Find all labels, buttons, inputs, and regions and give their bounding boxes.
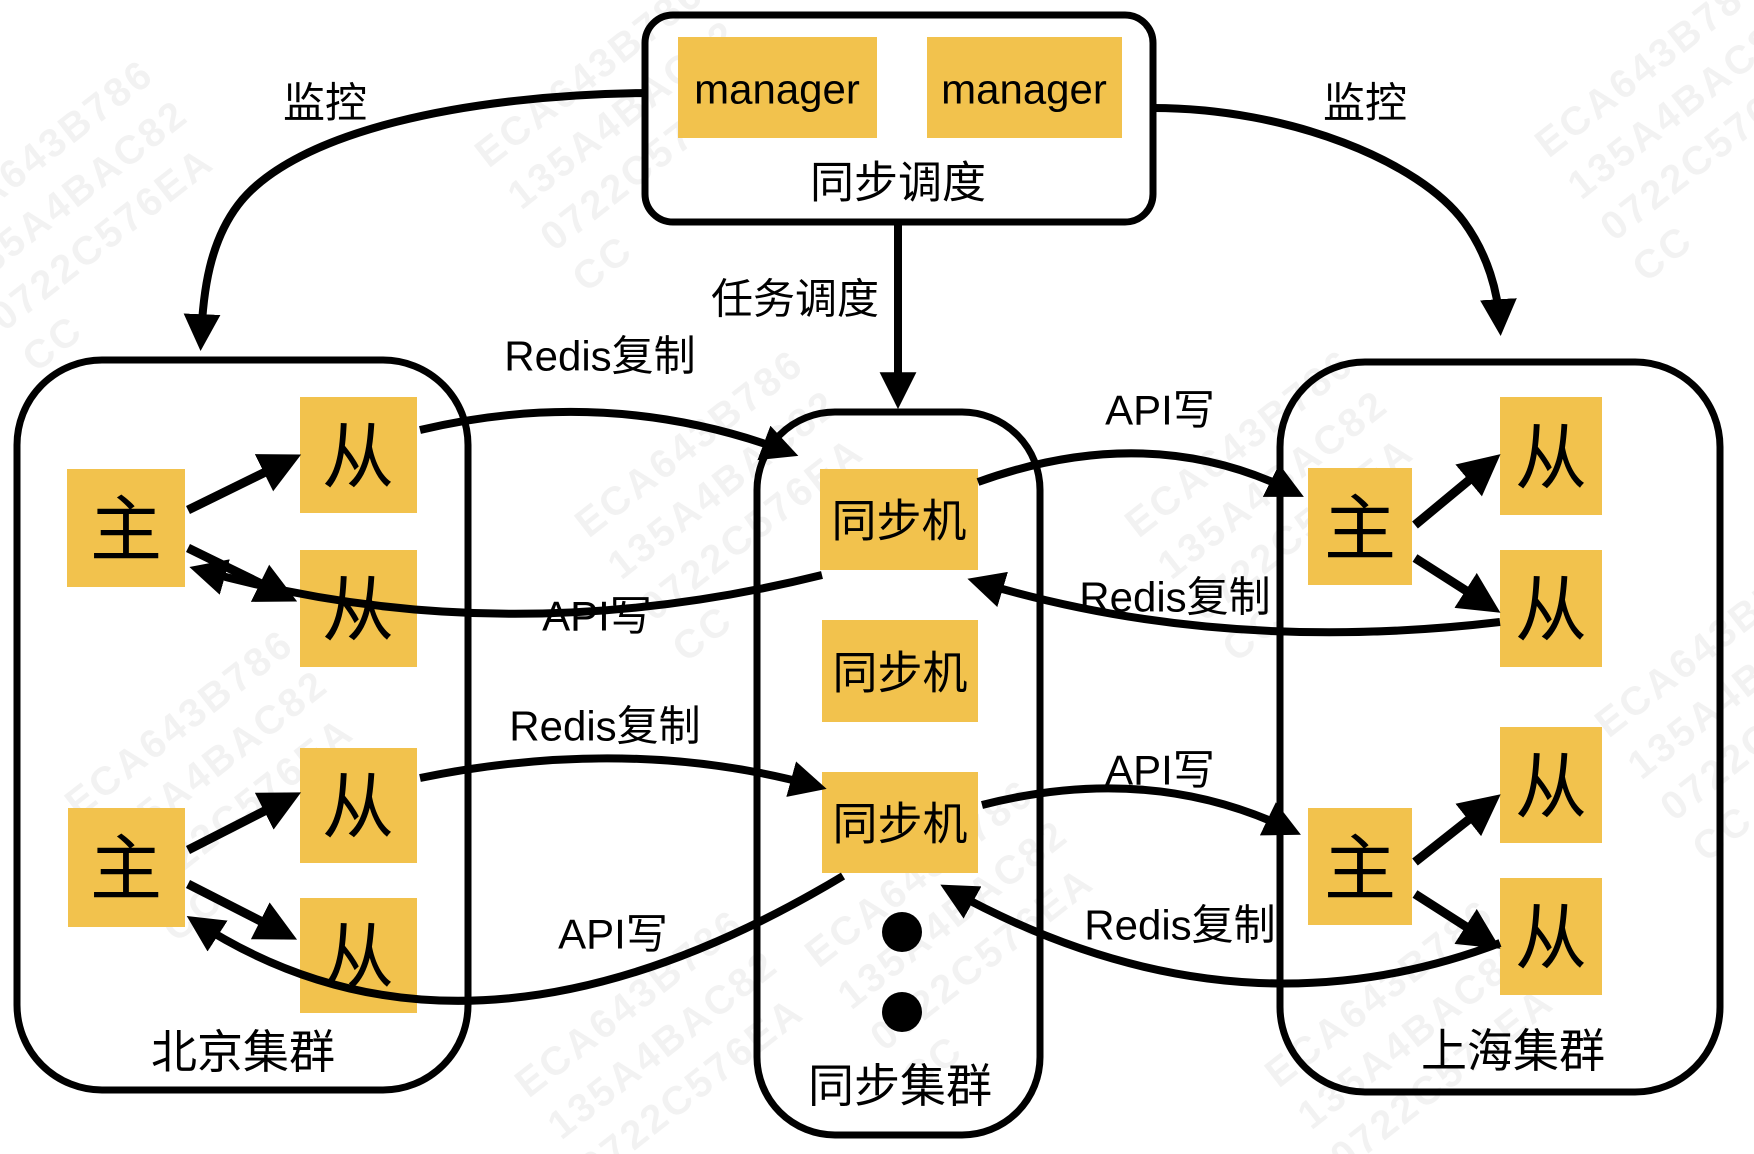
slave-node	[1500, 397, 1602, 515]
beijing-cluster: 主 从 从 主 从 从 北京集群	[67, 397, 417, 1078]
shanghai-cluster: 主 从 从 主 从 从 上海集群	[1308, 397, 1605, 1077]
redis-replication-arrow-top-left	[419, 407, 799, 461]
scheduler-box: manager manager 同步调度	[678, 37, 1122, 208]
manager-node	[927, 37, 1122, 138]
master-node	[1308, 808, 1412, 925]
master-slave-arrow	[1412, 794, 1501, 866]
shanghai-cluster-outline	[1276, 358, 1724, 1096]
sync-machine-label: 同步机	[832, 799, 967, 850]
master-label: 主	[1324, 490, 1396, 570]
monitor-label-left: 监控	[283, 80, 367, 127]
slave-node	[1500, 878, 1602, 995]
master-label: 主	[90, 491, 162, 571]
master-slave-arrow	[1412, 454, 1501, 529]
slave-label: 从	[1515, 899, 1587, 979]
sync-cluster-label: 同步集群	[808, 1060, 992, 1112]
task-schedule-label: 任务调度	[711, 276, 879, 323]
slave-label: 从	[1515, 748, 1587, 828]
api-write-arrow-bottom-left	[186, 872, 846, 1005]
master-node	[1308, 468, 1412, 585]
redis-replication-label-bottom-left: Redis复制	[509, 703, 700, 750]
api-write-label-bottom-right: API写	[1105, 747, 1215, 794]
slave-label: 从	[322, 418, 394, 498]
ellipsis-dot	[882, 912, 922, 952]
sync-machine-node	[822, 772, 978, 873]
slave-node	[1500, 727, 1602, 843]
slave-node	[300, 397, 417, 513]
master-node	[67, 469, 185, 587]
beijing-cluster-outline	[13, 356, 472, 1094]
master-label: 主	[90, 830, 162, 910]
api-write-arrow-bottom-right	[981, 784, 1301, 836]
api-write-arrow-top-left	[189, 559, 823, 618]
scheduler-edges: 监控 监控 任务调度	[183, 80, 1517, 410]
master-node	[68, 808, 185, 927]
slave-label: 从	[1515, 419, 1587, 499]
slave-label: 从	[322, 768, 394, 848]
redis-replication-label-top-left: Redis复制	[504, 333, 695, 380]
redis-replication-label-bottom-right: Redis复制	[1084, 902, 1275, 949]
slave-label: 从	[1515, 571, 1587, 651]
redis-replication-arrow-bottom-right	[940, 884, 1502, 988]
master-slave-arrow	[1412, 554, 1501, 613]
ellipsis-dot	[882, 992, 922, 1032]
monitor-label-right: 监控	[1323, 80, 1407, 127]
master-slave-arrow	[1412, 890, 1501, 949]
left-cross-edges: Redis复制 API写 Redis复制 API写	[186, 333, 846, 1005]
slave-label: 从	[322, 571, 394, 651]
api-write-label-top-left: API写	[542, 593, 652, 640]
redis-replication-arrow-top-right	[967, 571, 1501, 637]
scheduler-label: 同步调度	[810, 159, 986, 208]
sync-cluster: 同步机 同步机 同步机 同步集群	[808, 469, 992, 1112]
master-slave-arrow	[185, 879, 298, 940]
slave-node	[300, 748, 417, 863]
beijing-cluster-label: 北京集群	[151, 1026, 335, 1078]
sync-machine-label: 同步机	[832, 648, 967, 699]
master-slave-arrow	[186, 454, 302, 515]
redis-replication-arrow-bottom-left	[419, 754, 827, 797]
manager-label: manager	[941, 66, 1107, 113]
right-cross-edges: API写 Redis复制 API写 Redis复制	[940, 387, 1502, 988]
redis-replication-label-top-right: Redis复制	[1079, 574, 1270, 621]
api-write-arrow-top-right	[976, 449, 1304, 497]
sync-machine-node	[822, 620, 978, 722]
manager-node	[678, 37, 877, 138]
sync-machine-node	[820, 469, 978, 570]
api-write-label-bottom-left: API写	[558, 911, 668, 958]
manager-label: manager	[694, 66, 860, 113]
slave-node	[1500, 550, 1602, 667]
sync-machine-label: 同步机	[831, 496, 966, 547]
shanghai-cluster-label: 上海集群	[1421, 1025, 1605, 1077]
api-write-label-top-right: API写	[1105, 387, 1215, 434]
monitor-arrow-right	[1152, 104, 1517, 337]
master-slave-arrow	[185, 792, 302, 855]
master-label: 主	[1324, 830, 1396, 910]
monitor-arrow-left	[183, 89, 646, 352]
